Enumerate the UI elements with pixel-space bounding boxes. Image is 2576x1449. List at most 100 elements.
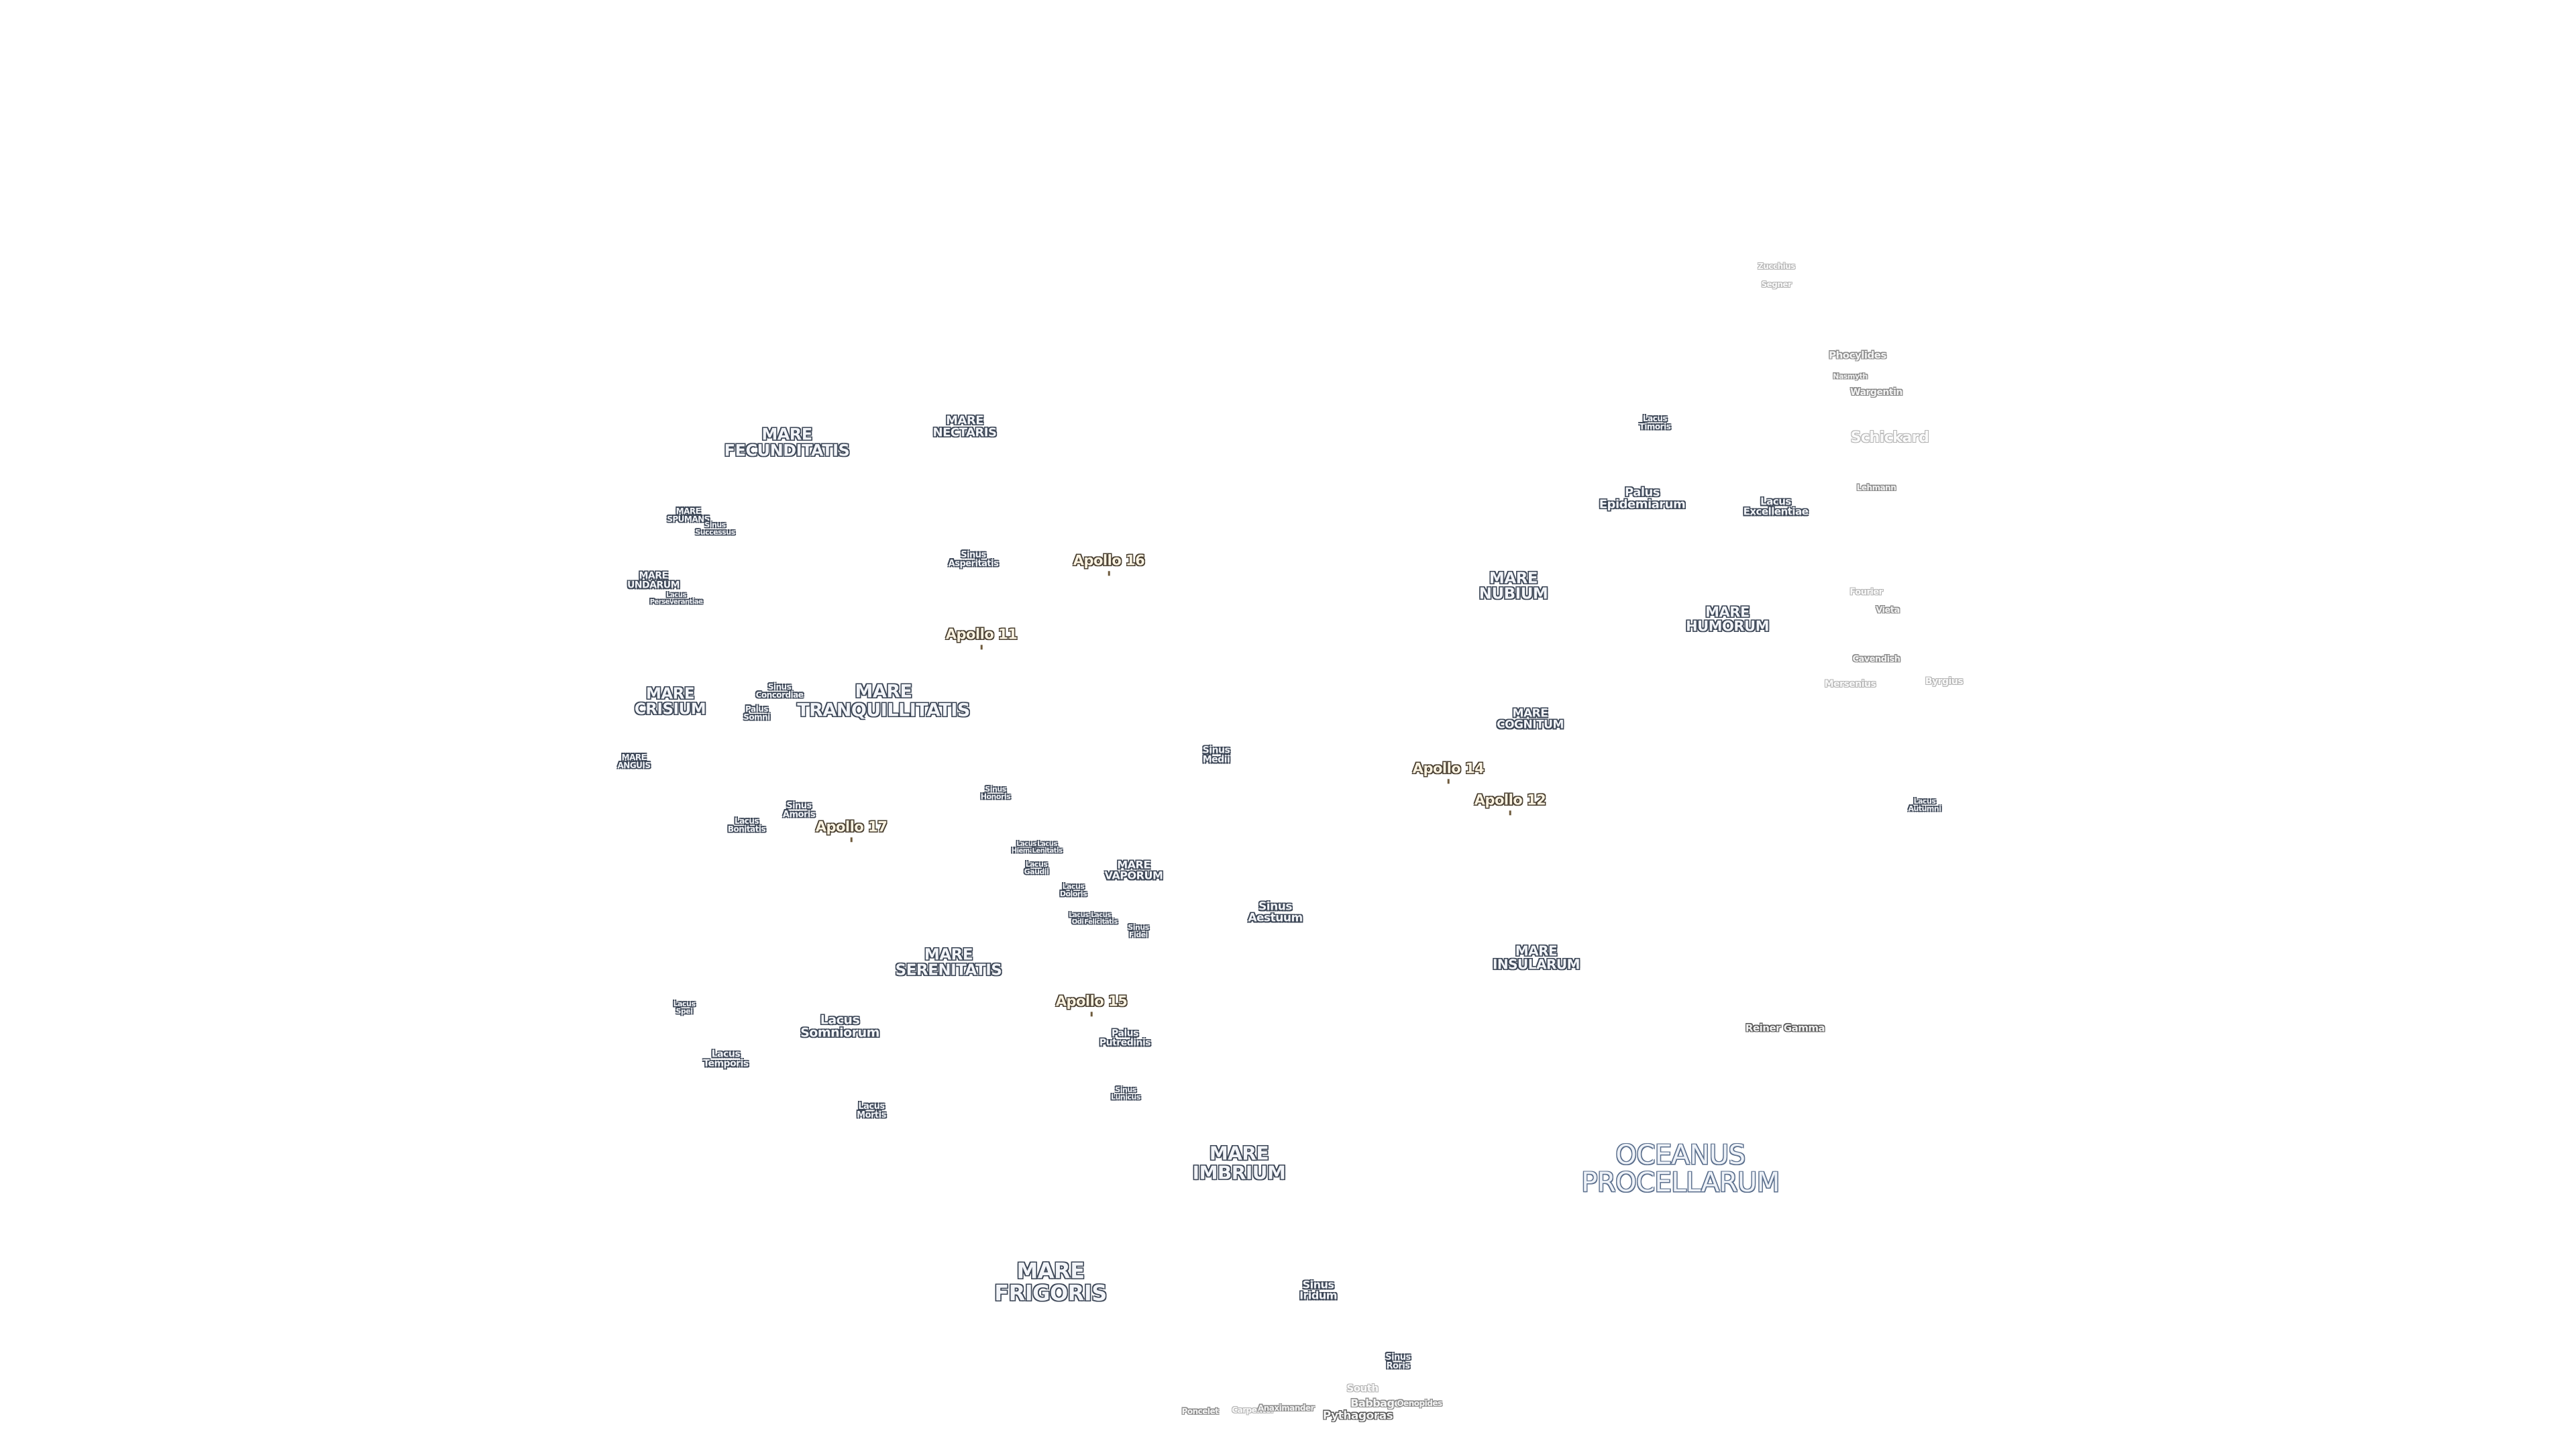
map-label-line: Putredinis <box>1099 1038 1151 1049</box>
map-label-line: ANGUIS <box>617 761 651 770</box>
map-label-wargentin: Wargentin <box>1850 388 1902 398</box>
map-label-line: Apollo 12 <box>1474 792 1546 808</box>
map-label-line: Successus <box>695 528 735 537</box>
map-label-line: Zucchius <box>1758 261 1795 271</box>
map-label-line: Felicitatis <box>1084 918 1118 926</box>
map-label-line: Perseverantiae <box>649 598 703 606</box>
map-label-schickard: Schickard <box>1850 429 1929 446</box>
map-label-line: Lacus <box>1091 911 1111 919</box>
map-label-line: Phocylides <box>1829 349 1886 362</box>
map-label-line: Poncelet <box>1181 1406 1219 1416</box>
map-label-line: Apollo 15 <box>1055 993 1128 1010</box>
map-label-line: Sinus <box>767 682 792 692</box>
map-label-line: Lacus <box>1069 911 1089 919</box>
map-label-line: Carpenter <box>1232 1405 1275 1415</box>
map-label-line: Cavendish <box>1852 654 1900 665</box>
map-label-line: Asperitatis <box>948 559 999 569</box>
map-label-line: Byrgius <box>1925 676 1964 687</box>
map-label-line: Lacus <box>858 1101 885 1112</box>
map-label-apollo-17: Apollo 17 <box>816 819 888 843</box>
map-label-fourier: Fourier <box>1849 588 1883 597</box>
map-label-line: Lacus <box>666 591 686 599</box>
map-label-line: Lacus <box>1016 840 1036 848</box>
map-label-line: Sinus <box>1128 922 1149 932</box>
map-label-line: Concordiae <box>755 690 804 700</box>
map-label-line: Lacus <box>820 1012 860 1028</box>
map-label-line: Mortis <box>857 1110 886 1120</box>
map-label-line: MARE <box>946 413 983 428</box>
map-label-line: FRIGORIS <box>994 1280 1107 1305</box>
map-label-line: SPUMANS <box>667 515 710 524</box>
map-label-line: Schickard <box>1850 429 1929 446</box>
map-label-line: MARE <box>1515 943 1558 959</box>
map-label-line: OCEANUS <box>1615 1140 1746 1171</box>
map-label-line: Sinus <box>786 800 812 811</box>
map-label-cavendish: Cavendish <box>1852 654 1900 665</box>
map-label-line: Sinus <box>1115 1085 1136 1094</box>
map-label-line: Hiemalis <box>1011 847 1042 855</box>
map-label-line: Lacus <box>1025 859 1048 869</box>
map-label-line: Lacus <box>673 999 696 1008</box>
map-label-line: MARE <box>1705 604 1750 621</box>
map-label-mersenius: Mersenius <box>1824 678 1876 690</box>
map-label-oenopides: Oenopides <box>1397 1399 1442 1407</box>
map-label-line: Temporis <box>703 1059 749 1069</box>
map-label-line: Segner <box>1761 279 1792 289</box>
map-label-line: Sinus <box>1202 745 1230 756</box>
map-label-line: MARE <box>924 946 973 964</box>
map-label-line: Timoris <box>1639 422 1671 431</box>
map-label-line: NUBIUM <box>1479 586 1548 603</box>
map-label-line: TRANQUILLITATIS <box>797 700 970 720</box>
map-label-line: FECUNDITATIS <box>724 441 850 460</box>
map-label-line: IMBRIUM <box>1192 1161 1286 1183</box>
map-label-line: Mersenius <box>1824 678 1876 690</box>
map-label-reiner-gamma: Reiner Gamma <box>1746 1023 1825 1034</box>
map-label-line: MARE <box>639 570 668 582</box>
map-label-line: MARE <box>1209 1142 1269 1165</box>
map-label-line: SERENITATIS <box>895 962 1002 979</box>
map-label-line: Sinus <box>1258 900 1292 914</box>
map-label-line: Lacus <box>734 816 759 826</box>
map-label-line: Lehmann <box>1856 482 1896 492</box>
map-label-line: Roris <box>1386 1361 1410 1371</box>
map-label-line: Pythagoras <box>1322 1409 1393 1423</box>
map-label-line: Apollo 14 <box>1412 760 1485 777</box>
map-label-line: MARE <box>1016 1258 1085 1284</box>
map-label-line: Spei <box>676 1007 693 1016</box>
map-label-line: Lunicus <box>1111 1093 1140 1102</box>
map-label-line: MARE <box>1489 570 1538 588</box>
map-label-line: Gaudii <box>1024 867 1049 876</box>
map-label-vieta: Vieta <box>1876 606 1900 615</box>
map-label-line: Lenitatis <box>1032 847 1063 855</box>
map-label-line: Doloris <box>1059 890 1087 898</box>
map-label-line: Iridum <box>1299 1289 1337 1302</box>
map-label-apollo-12: Apollo 12 <box>1474 792 1546 816</box>
map-label-line: Sinus <box>985 784 1006 794</box>
map-label-line: Sinus <box>961 549 986 560</box>
